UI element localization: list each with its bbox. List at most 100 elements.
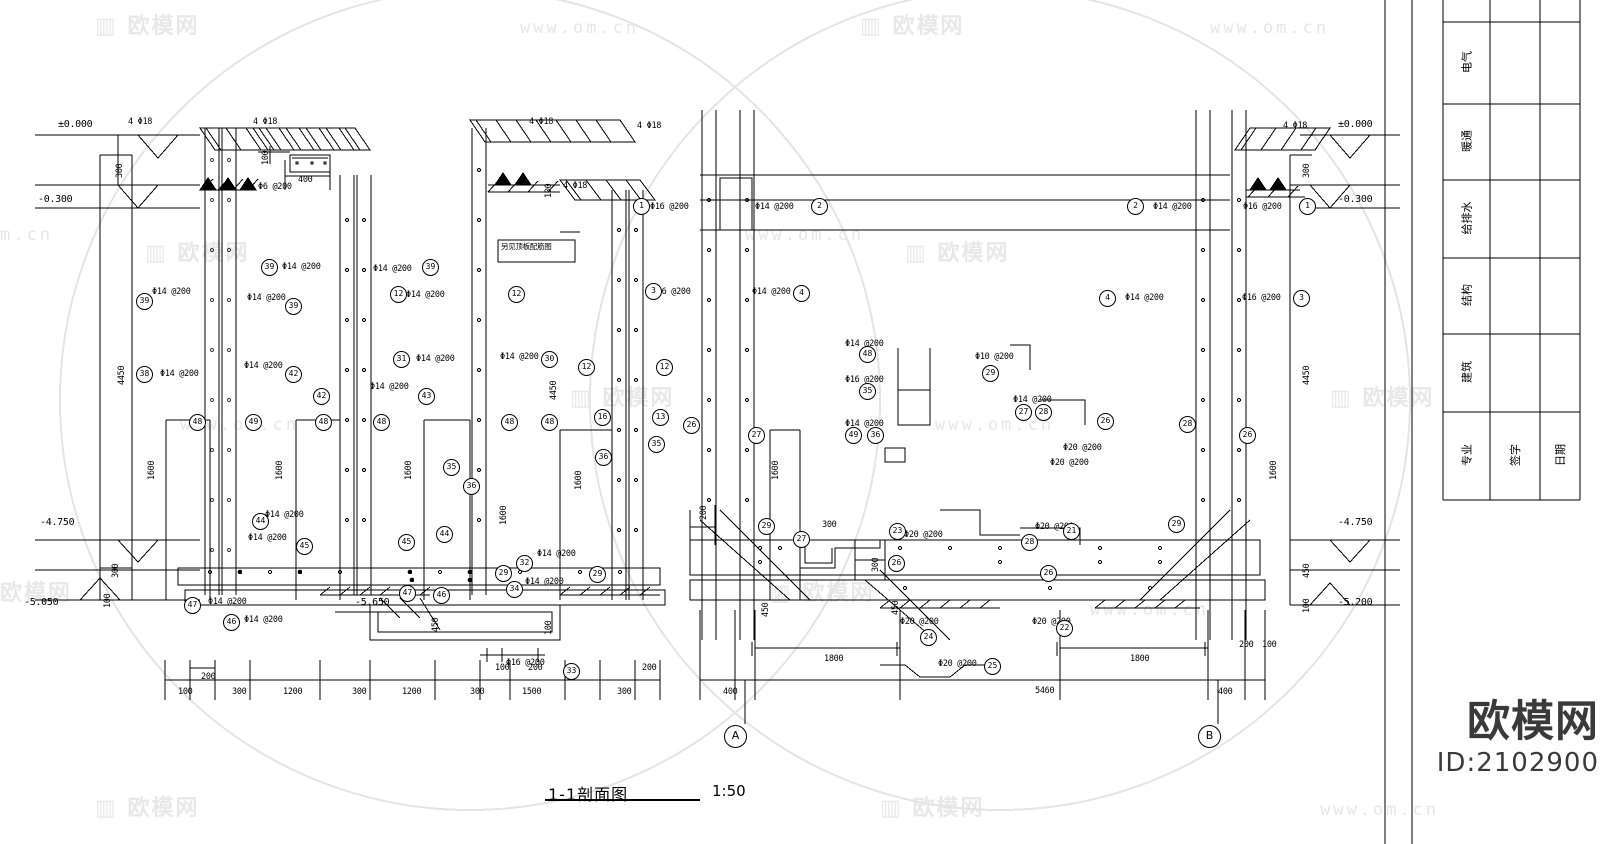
dimension-label-vertical: 100 xyxy=(103,593,113,608)
dimension-label-vertical: 4450 xyxy=(117,365,127,385)
rebar-callout: Φ14 @200 xyxy=(525,577,564,587)
elevation-label: ±0.000 xyxy=(1338,119,1373,130)
dimension-label-vertical: 1600 xyxy=(574,470,584,490)
detail-bubble: 16 xyxy=(594,409,611,426)
dimension-label: 1200 xyxy=(283,687,303,697)
rebar-callout: Φ14 @200 xyxy=(500,352,539,362)
detail-bubble: 33 xyxy=(563,663,580,680)
dimension-label-vertical: 1600 xyxy=(147,460,157,480)
detail-bubble: 45 xyxy=(296,538,313,555)
detail-bubble: 32 xyxy=(516,555,533,572)
dimension-label: 300 xyxy=(232,687,247,697)
detail-bubble: 22 xyxy=(1056,620,1073,637)
dimension-label-vertical: 100 xyxy=(261,150,271,165)
detail-bubble: 26 xyxy=(683,417,700,434)
detail-bubble: 28 xyxy=(1035,404,1052,421)
dimension-label-vertical: 300 xyxy=(871,557,881,572)
rebar-callout: Φ14 @200 xyxy=(1125,293,1164,303)
detail-bubble: 28 xyxy=(1021,534,1038,551)
detail-bubble: 3 xyxy=(1293,290,1310,307)
rebar-callout: Φ16 @200 xyxy=(506,658,545,668)
detail-bubble: 44 xyxy=(436,526,453,543)
detail-bubble: 38 xyxy=(136,366,153,383)
detail-bubble: 42 xyxy=(285,366,302,383)
detail-bubble: 29 xyxy=(589,566,606,583)
detail-bubble: 27 xyxy=(1015,404,1032,421)
detail-bubble: 35 xyxy=(648,436,665,453)
title-block-discipline: 暖通 xyxy=(1460,130,1474,152)
rebar-callout: Φ20 @200 xyxy=(1050,458,1089,468)
site-logo: 欧模网 ID:2102900 xyxy=(1436,697,1599,779)
rebar-callout: Φ14 @200 xyxy=(160,369,199,379)
rebar-callout: Φ6 @200 xyxy=(258,182,292,192)
rebar-callout: Φ14 @200 xyxy=(244,361,283,371)
dimension-label: 1500 xyxy=(522,687,542,697)
rebar-callout: Φ14 @200 xyxy=(845,339,884,349)
detail-bubble: 12 xyxy=(656,359,673,376)
drawing-title: 1-1剖面图 xyxy=(548,785,629,804)
detail-bubble: 49 xyxy=(845,427,862,444)
dimension-label: 5460 xyxy=(1035,686,1055,696)
rebar-callout: Φ14 @200 xyxy=(406,290,445,300)
detail-bubble: 29 xyxy=(1168,516,1185,533)
dimension-label-vertical: 300 xyxy=(1302,163,1312,178)
detail-bubble: 13 xyxy=(652,409,669,426)
dimension-label: 100 xyxy=(495,663,510,673)
dimension-label: 300 xyxy=(352,687,367,697)
detail-bubble: 42 xyxy=(313,388,330,405)
rebar-callout: Φ20 @200 xyxy=(1063,443,1102,453)
rebar-callout: Φ14 @200 xyxy=(208,597,247,607)
logo-text: 欧模网 xyxy=(1467,697,1599,747)
detail-bubble: 46 xyxy=(433,587,450,604)
detail-bubble: 43 xyxy=(418,388,435,405)
detail-bubble: 4 xyxy=(793,285,810,302)
dimension-label-vertical: 4450 xyxy=(549,380,559,400)
detail-bubble: 31 xyxy=(393,351,410,368)
rebar-callout: Φ20 @200 xyxy=(900,617,939,627)
title-block-footer: 签字 xyxy=(1509,444,1522,466)
rebar-callout: 4 Φ18 xyxy=(529,117,554,127)
grid-bubble: B xyxy=(1198,725,1221,748)
note-annotation: 另见顶板配筋图 xyxy=(501,242,552,251)
dimension-label-vertical: 300 xyxy=(111,563,121,578)
detail-bubble: 39 xyxy=(261,259,278,276)
detail-bubble: 44 xyxy=(252,513,269,530)
dimension-label: 200 xyxy=(528,663,543,673)
dimension-label: 200 xyxy=(1239,640,1254,650)
dimension-label: 1800 xyxy=(1130,654,1150,664)
detail-bubble: 12 xyxy=(390,286,407,303)
dimension-label: 1800 xyxy=(824,654,844,664)
detail-bubble: 27 xyxy=(748,427,765,444)
detail-bubble: 23 xyxy=(889,523,906,540)
dimension-label-vertical: 100 xyxy=(1302,598,1312,613)
dimension-label: 400 xyxy=(1218,687,1233,697)
title-block-discipline: 结构 xyxy=(1460,284,1474,306)
rebar-callout: 4 Φ18 xyxy=(637,121,662,131)
rebar-callout: Φ14 @200 xyxy=(248,533,287,543)
rebar-callout: Φ20 @200 xyxy=(904,530,943,540)
detail-bubble: 25 xyxy=(984,658,1001,675)
dimension-label: 200 xyxy=(201,672,216,682)
rebar-callout: 4 Φ18 xyxy=(253,117,278,127)
rebar-callout: Φ14 @200 xyxy=(537,549,576,559)
detail-bubble: 35 xyxy=(859,383,876,400)
detail-bubble: 39 xyxy=(422,259,439,276)
detail-bubble: 29 xyxy=(758,518,775,535)
elevation-label: -0.300 xyxy=(1338,194,1373,205)
detail-bubble: 48 xyxy=(189,414,206,431)
title-block-footer: 专业 xyxy=(1460,444,1474,466)
dimension-label: 1200 xyxy=(402,687,422,697)
rebar-callout: Φ14 @200 xyxy=(752,287,791,297)
detail-bubble: 48 xyxy=(373,414,390,431)
detail-bubble: 30 xyxy=(541,351,558,368)
logo-id: ID:2102900 xyxy=(1436,748,1599,778)
rebar-callout: Φ16 @200 xyxy=(1243,202,1282,212)
dimension-label: 100 xyxy=(1262,640,1277,650)
detail-bubble: 45 xyxy=(398,534,415,551)
elevation-label: ±0.000 xyxy=(58,119,93,130)
detail-bubble: 3 xyxy=(645,283,662,300)
dimension-label-vertical: 450 xyxy=(431,617,441,632)
detail-bubble: 48 xyxy=(541,414,558,431)
